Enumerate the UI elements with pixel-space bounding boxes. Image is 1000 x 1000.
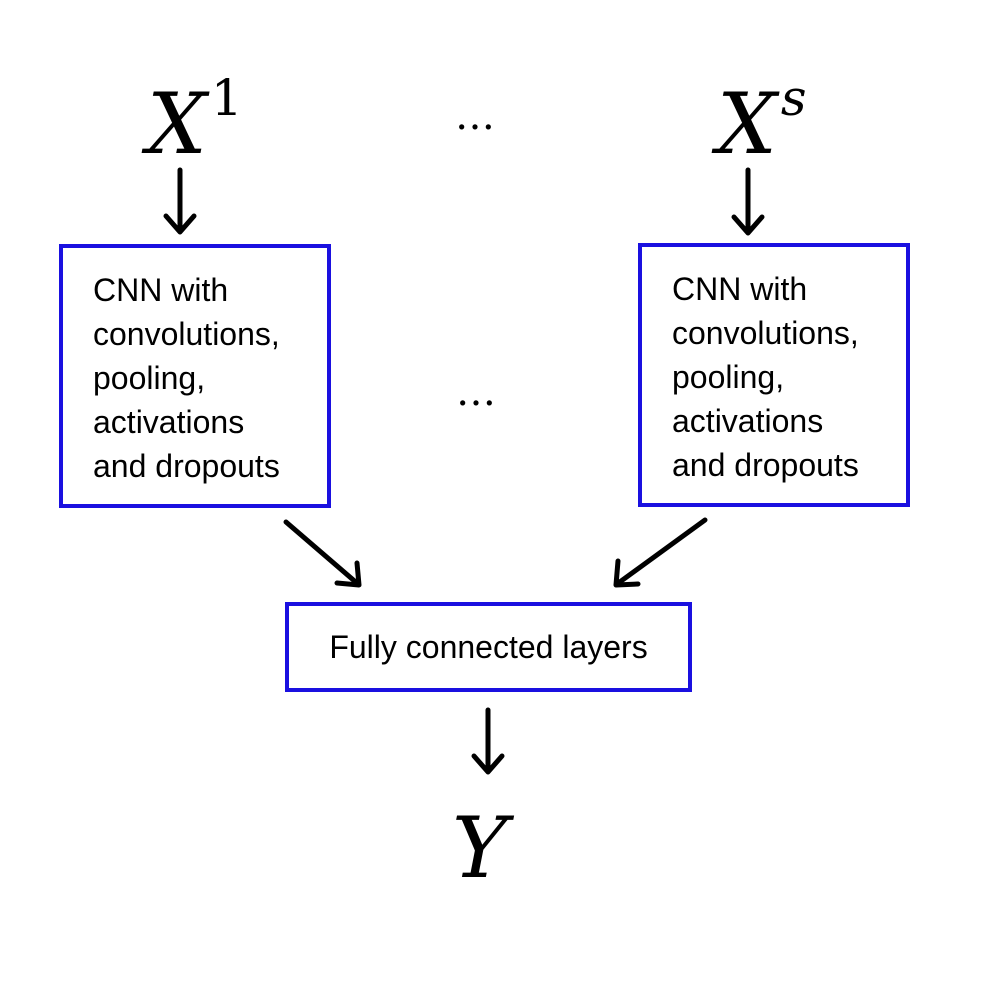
cnn-right-line-2: convolutions, <box>672 315 859 351</box>
middle-ellipsis: … <box>456 369 500 415</box>
input-x1-base: X <box>147 75 207 173</box>
input-xs-label: Xs <box>717 73 806 166</box>
cnn-right-line-5: and dropouts <box>672 447 859 483</box>
cnn-left-line-4: activations <box>93 404 245 440</box>
arrow-left-cnn-to-fc <box>283 519 362 588</box>
input-x1-label: X1 <box>147 73 243 166</box>
cnn-right-line-4: activations <box>672 403 824 439</box>
fully-connected-block: Fully connected layers <box>285 602 692 692</box>
output-y-base: Y <box>452 799 508 897</box>
cnn-left-line-2: convolutions, <box>93 316 280 352</box>
fully-connected-label: Fully connected layers <box>329 628 648 665</box>
cnn-block-right: CNN with convolutions, pooling, activati… <box>638 243 910 507</box>
arrow-fc-to-output <box>471 707 505 775</box>
cnn-right-line-3: pooling, <box>672 359 785 395</box>
input-x1-superscript: 1 <box>210 69 243 127</box>
cnn-left-line-3: pooling, <box>93 360 206 396</box>
arrow-right-cnn-to-fc <box>613 517 708 588</box>
cnn-right-line-1: CNN with <box>672 271 808 307</box>
cnn-left-line-1: CNN with <box>93 272 229 308</box>
top-ellipsis: … <box>455 93 499 139</box>
cnn-block-left: CNN with convolutions, pooling, activati… <box>59 244 331 508</box>
output-y-label: Y <box>452 806 507 890</box>
arrow-xs-to-cnn <box>731 167 765 236</box>
cnn-left-line-5: and dropouts <box>93 448 280 484</box>
arrow-x1-to-cnn <box>163 167 197 235</box>
input-xs-base: X <box>717 75 777 173</box>
input-xs-superscript: s <box>780 69 807 127</box>
